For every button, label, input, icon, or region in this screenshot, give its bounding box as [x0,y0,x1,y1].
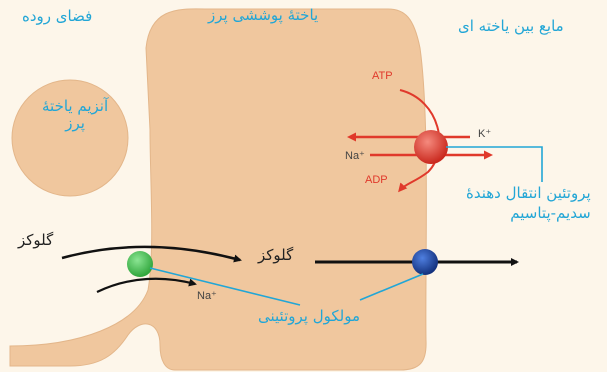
pump-label-line-2: سدیم-پتاسیم [466,204,591,224]
k-label: K⁺ [478,128,491,141]
adp-label: ADP [365,174,388,187]
na-pump-label: Na⁺ [345,150,365,163]
pump-label: پروتئین انتقال دهندهٔ سدیم-پتاسیم [466,184,591,223]
villus-enzyme-line-2: پرز [42,115,108,132]
na-cotransport-label: Na⁺ [197,290,217,303]
glucose-outside-label: گلوکز [18,232,53,249]
interstitial-fluid-label: مایع بین یاخته ای [458,18,564,35]
glucose-inside-label: گلوکز [258,247,293,264]
pump-leader-line [446,147,542,182]
protein-molecule-label: مولکول پروتئینی [258,308,360,325]
glucose-sodium-cotransporter [127,251,153,277]
pump-label-line-1: پروتئین انتقال دهندهٔ [466,184,591,204]
brush-border-cell-label: یاختهٔ پوششی پرز [208,7,318,24]
villus-enzyme-line-1: آنزیم یاختهٔ [42,98,108,115]
glucose-uniporter [412,249,438,275]
atp-label: ATP [372,70,393,83]
villus-enzyme-label: آنزیم یاختهٔ پرز [42,98,108,133]
sodium-potassium-pump [414,130,448,164]
intestinal-space-label: فضای روده [22,8,92,25]
